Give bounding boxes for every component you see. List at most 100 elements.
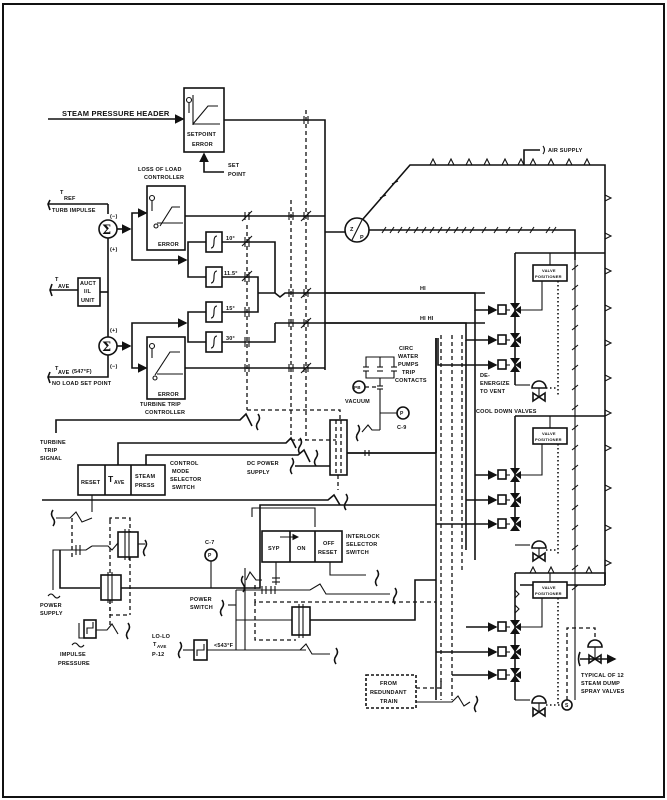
svg-text:P: P (360, 235, 364, 241)
vacuum-label: VACUUM (345, 399, 370, 405)
turbine-trip-controller-block: ERROR (146, 336, 186, 400)
threshold-15-label: 15° (226, 306, 235, 312)
svg-text:Z: Z (350, 227, 354, 233)
svg-text:AVE: AVE (114, 480, 125, 486)
svg-text:VALVE: VALVE (542, 268, 556, 273)
svg-text:POINT: POINT (228, 172, 246, 178)
svg-text:(−): (−) (110, 364, 117, 370)
from-redundant-train-label: FROM (380, 681, 397, 687)
hi-label: HI (420, 286, 426, 292)
diaphragm-valve-1 (515, 380, 558, 403)
svg-text:REDUNDANT: REDUNDANT (370, 690, 407, 696)
svg-text:PRESS: PRESS (135, 483, 155, 489)
circ-water-pumps-label: CIRC (399, 346, 413, 352)
auct-unit-block: AUCT I/L UNIT (77, 277, 101, 307)
valve-positioner-1: VALVE POSITIONER (532, 264, 568, 282)
dc-power-supply-label: DC POWER (247, 461, 279, 467)
svg-text:Σ: Σ (102, 340, 111, 355)
loss-of-load-controller-block: ERROR (146, 185, 186, 251)
svg-text:CONTACTS: CONTACTS (395, 378, 427, 384)
valve-positioner-3: VALVE POSITIONER (532, 581, 568, 599)
loss-of-load-label: LOSS OF LOAD (138, 167, 182, 173)
circ-water-pump-contacts (363, 356, 397, 430)
turb-impulse-label: TURB IMPULSE (52, 208, 96, 214)
svg-text:AVE: AVE (58, 370, 70, 376)
hi-hi-label: HI HI (420, 316, 434, 322)
svg-text:SIGNAL: SIGNAL (40, 456, 62, 462)
svg-text:(−): (−) (110, 214, 117, 220)
svg-text:SPRAY VALVES: SPRAY VALVES (581, 689, 625, 695)
svg-text:CONTROLLER: CONTROLLER (145, 410, 185, 416)
steam-pressure-header-line: STEAM PRESSURE HEADER (48, 109, 185, 124)
svg-text:SUPPLY: SUPPLY (40, 611, 63, 617)
solenoid-valve-group-middle (497, 468, 521, 531)
relay-contact-block-right (291, 604, 311, 638)
svg-text:T: T (153, 642, 157, 648)
valve-positioner-2: VALVE POSITIONER (532, 427, 568, 445)
svg-text:PB: PB (354, 385, 361, 390)
svg-text:P: P (208, 553, 212, 559)
svg-text:ERROR: ERROR (158, 242, 179, 248)
interlock-selector-switch[interactable]: SYP ON OFF RESET (261, 530, 343, 563)
svg-text:AVE: AVE (157, 644, 167, 649)
diaphragm-valve-2 (515, 540, 558, 563)
from-redundant-train-box: FROM REDUNDANT TRAIN (365, 674, 417, 709)
air-supply-label: AIR SUPPLY (548, 148, 583, 154)
threshold-11-5-label: 11.5° (224, 271, 238, 277)
off-reset-position[interactable]: OFF (323, 541, 335, 547)
on-position[interactable]: ON (297, 546, 306, 552)
svg-text:TRIP: TRIP (44, 448, 57, 454)
spray-valve-typical (577, 639, 617, 667)
steam-press-position[interactable]: STEAM (135, 474, 155, 480)
pressure-switch-c7: P (204, 548, 218, 562)
svg-text:(+): (+) (110, 328, 117, 334)
pb-vacuum-sensor: PB (352, 380, 366, 394)
steam-pressure-header-label: STEAM PRESSURE HEADER (62, 109, 170, 118)
svg-text:SUPPLY: SUPPLY (247, 470, 270, 476)
diaphragm-valve-3 (515, 695, 562, 718)
error-label: ERROR (192, 142, 213, 148)
control-mode-selector-switch[interactable]: RESET T AVE STEAM PRESS (77, 464, 166, 496)
relay-contacts-column (241, 116, 312, 374)
svg-text:AUCT: AUCT (80, 281, 97, 287)
setpoint-label: SETPOINT (187, 132, 217, 138)
svg-text:P-12: P-12 (152, 652, 164, 658)
svg-text:SELECTOR: SELECTOR (170, 477, 201, 483)
solenoid-valve-group-lower (497, 620, 521, 682)
typical-of-12-label: TYPICAL OF 12 (581, 673, 624, 679)
threshold-10-label: 10° (226, 236, 235, 242)
electrical-hatch-marks (381, 226, 557, 234)
svg-text:VALVE: VALVE (542, 585, 556, 590)
svg-text:(547°F): (547°F) (72, 369, 92, 375)
summing-junction-2: Σ (98, 336, 118, 356)
svg-text:T: T (55, 366, 59, 372)
svg-text:(+): (+) (110, 247, 117, 253)
lt-543-label: <543°F (214, 643, 234, 649)
solenoid-s: S (561, 699, 573, 711)
syp-position[interactable]: SYP (268, 546, 280, 552)
summing-junction-1: Σ (98, 219, 118, 239)
power-supply-label: POWER (40, 603, 62, 609)
reset-position[interactable]: RESET (81, 480, 101, 486)
z-p-transducer: Z P (344, 217, 370, 243)
svg-text:Σ: Σ (102, 223, 111, 238)
tave-position[interactable]: T (108, 474, 114, 484)
lo-lo-tave-label: LO-LO (152, 634, 171, 640)
svg-text:T: T (60, 190, 64, 196)
svg-text:TRAIN: TRAIN (380, 699, 398, 705)
svg-text:ENERGIZE: ENERGIZE (480, 381, 510, 387)
svg-text:WATER: WATER (398, 354, 418, 360)
turbine-trip-signal-label: TURBINE (40, 440, 66, 446)
set-point-label: SET (228, 163, 240, 169)
svg-text:VALVE: VALVE (542, 431, 556, 436)
svg-text:UNIT: UNIT (81, 298, 95, 304)
svg-text:STEAM DUMP: STEAM DUMP (581, 681, 620, 687)
svg-text:POSITIONER: POSITIONER (535, 591, 562, 596)
svg-text:ERROR: ERROR (158, 392, 179, 398)
solenoid-valve-group-upper (497, 303, 521, 372)
de-energize-label: DE- (480, 373, 490, 379)
no-load-set-point-label: NO LOAD SET POINT (52, 381, 112, 387)
svg-text:SWITCH: SWITCH (346, 550, 369, 556)
impulse-pressure-transmitter (78, 600, 131, 640)
